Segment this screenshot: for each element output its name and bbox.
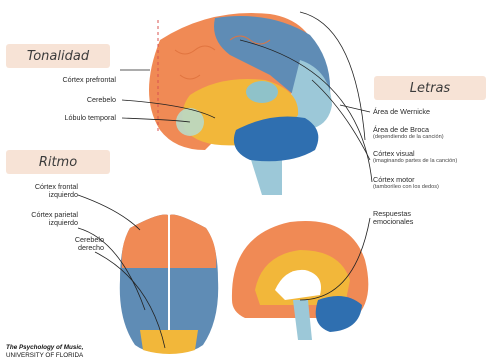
label-main: Córtex visual: [373, 149, 415, 158]
label-cortex-frontal-izquierdo: Córtex frontal izquierdo: [6, 182, 78, 200]
letras-header: Letras: [374, 76, 486, 100]
connector-lines: [77, 11, 373, 349]
label-line: derecho: [78, 243, 104, 253]
label-line: Córtex frontal: [34, 182, 78, 191]
label-lobulo-temporal: Lóbulo temporal: [64, 113, 116, 122]
label-line: Córtex parietal: [31, 210, 78, 219]
sagittal-brain: [231, 221, 369, 340]
occipital-top-yellow: [140, 330, 198, 354]
wernicke-area-spot: [246, 81, 278, 103]
left-frontal-top: [121, 214, 168, 268]
label-cortex-motor: Córtex motor (tamborileo con los dedos): [373, 175, 439, 191]
source-credit: The Psychology of Music, UNIVERSITY OF F…: [6, 344, 83, 359]
label-line: Respuestas: [373, 209, 411, 218]
corpus-callosum: [275, 269, 321, 300]
side-brain: [149, 13, 332, 195]
credit-org: UNIVERSITY OF FLORIDA: [6, 351, 84, 359]
label-cortex-parietal-izquierdo: Córtex parietal izquierdo: [6, 210, 78, 228]
label-line: Cerebelo: [74, 235, 104, 244]
label-respuestas-emocionales: Respuestas emocionales: [373, 209, 414, 227]
brainstem: [248, 150, 282, 195]
line-lobulo: [121, 117, 191, 123]
line-cerebelo: [121, 99, 216, 119]
line-emocionales: [299, 217, 371, 301]
label-line: emocionales: [373, 217, 414, 227]
line-broca: [299, 11, 366, 141]
credit-title: The Psychology of Music,: [6, 344, 84, 351]
line-cerebelo-derecho: [94, 251, 166, 349]
label-cerebelo-derecho: Cerebelo derecho: [6, 235, 104, 253]
label-main: Área de de Broca: [373, 125, 429, 134]
occipital-lobe-region: [290, 60, 332, 130]
label-area-broca: Área de de Broca (dependiendo de la canc…: [373, 125, 444, 141]
label-line: izquierdo: [48, 190, 78, 200]
label-main: Córtex motor: [373, 175, 415, 184]
line-wernicke: [339, 104, 371, 113]
label-sub: (imaginando partes de la canción): [373, 158, 458, 165]
gyri-lines: [174, 35, 271, 80]
cerebellum-side: [233, 116, 319, 162]
label-sub: (dependiendo de la canción): [373, 134, 444, 141]
ritmo-header: Ritmo: [6, 150, 110, 174]
line-parietal-izq: [77, 227, 146, 311]
right-frontal-top: [170, 214, 217, 268]
line-visual: [311, 79, 371, 161]
label-cortex-prefrontal: Córtex prefrontal: [62, 75, 116, 84]
tonalidad-header: Tonalidad: [6, 44, 110, 68]
line-motor: [239, 39, 373, 183]
label-area-wernicke: Área de Wernicke: [373, 107, 430, 116]
sagittal-cerebellum: [315, 296, 362, 332]
label-sub: (tamborileo con los dedos): [373, 184, 439, 191]
label-cortex-visual: Córtex visual (imaginando partes de la c…: [373, 149, 458, 165]
line-frontal-izq: [77, 194, 141, 231]
label-line: izquierdo: [48, 218, 78, 228]
sagittal-brainstem: [293, 300, 312, 340]
label-cerebelo: Cerebelo: [86, 95, 116, 104]
